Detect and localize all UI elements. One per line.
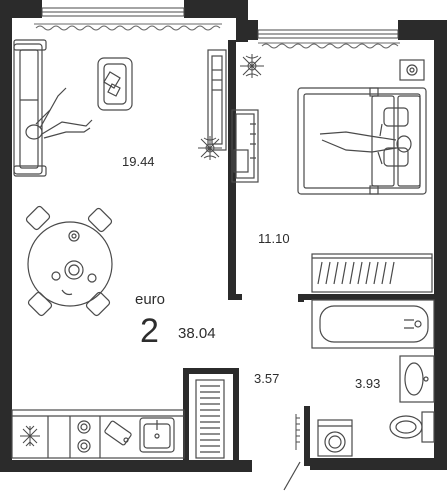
toilet-icon (389, 411, 435, 443)
side-table-icon (97, 57, 133, 111)
total-area-label: 38.04 (178, 325, 216, 342)
fridge-icon (20, 425, 40, 447)
nightstand-icon (399, 59, 425, 81)
bathtub-icon (311, 299, 435, 349)
tv-stand-icon (207, 49, 227, 151)
bedroom-area-label: 11.10 (258, 231, 290, 246)
cutting-board-icon (104, 420, 132, 446)
sink-icon (399, 355, 435, 403)
wardrobe-icon (231, 109, 259, 183)
radiator-icon (311, 253, 433, 293)
heated-rail-icon (295, 414, 300, 450)
plant-icon (198, 136, 222, 160)
person-icon (25, 87, 93, 140)
door-icon (283, 461, 301, 491)
kitchen-counter-icon (11, 409, 185, 459)
radiator-icon (195, 379, 225, 459)
stove-icon (77, 420, 91, 453)
hall-area-label: 3.57 (254, 371, 280, 386)
bed-icon (297, 87, 427, 195)
curtain-icon (34, 23, 400, 49)
plan-type-label: euro (135, 291, 166, 308)
person-icon (319, 123, 412, 165)
sink-icon (139, 417, 175, 453)
dining-table-icon (25, 205, 113, 317)
plant-icon (240, 54, 264, 78)
room-count-label: 2 (140, 312, 159, 350)
sofa-icon (13, 39, 47, 177)
window-icon (41, 7, 399, 39)
living-room-area-label: 19.44 (122, 154, 155, 169)
bathroom-area-label: 3.93 (355, 376, 381, 391)
washing-machine-icon (317, 419, 353, 457)
